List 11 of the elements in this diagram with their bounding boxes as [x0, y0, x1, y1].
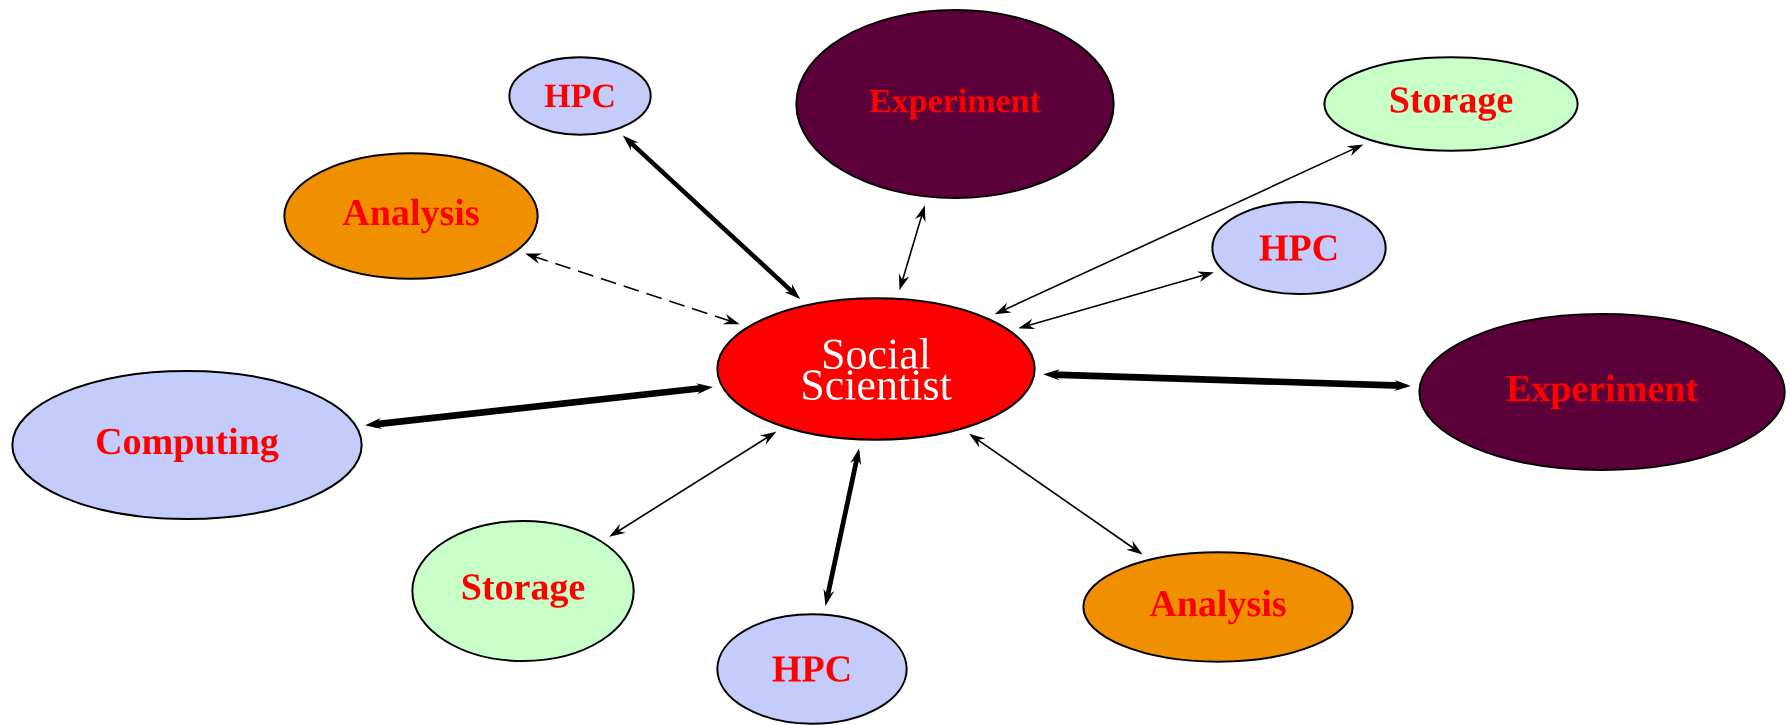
ellipse-node: Analysis: [283, 152, 539, 280]
ellipse-node: Analysis: [1082, 551, 1354, 663]
ellipse-node: Social Scientist: [716, 297, 1036, 441]
ellipse-node: HPC: [1211, 201, 1387, 295]
ellipse-node: HPC: [716, 613, 908, 725]
ellipse-node: HPC: [508, 56, 652, 136]
ellipse-node: Storage: [411, 520, 635, 662]
ellipse-node: Storage: [1323, 56, 1579, 152]
ellipse-node: Experiment: [1418, 313, 1786, 471]
ellipse-node: Experiment: [795, 9, 1115, 199]
ellipse-node: Computing: [11, 370, 363, 520]
